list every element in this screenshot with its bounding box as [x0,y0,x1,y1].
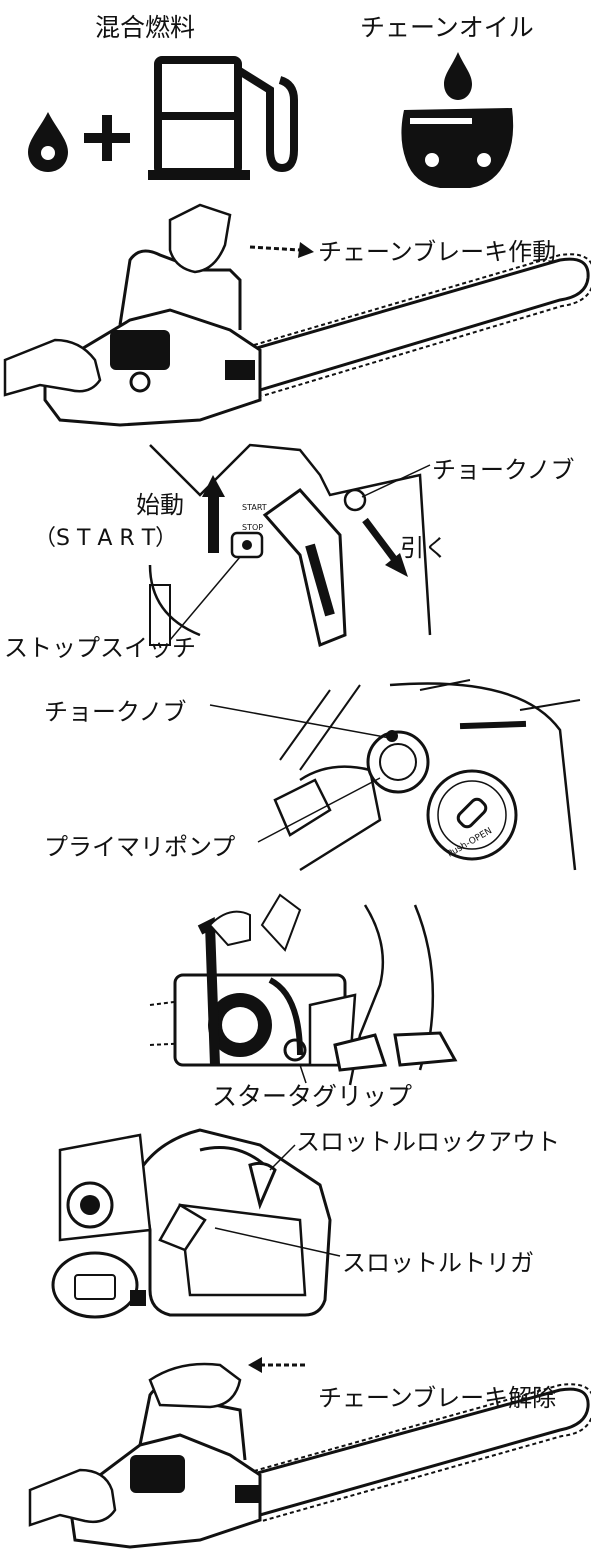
fuel-oil-icons [28,52,514,188]
primer-choke-knob-label: チョークノブ [44,698,187,726]
brake-engaged-panel: チェーンブレーキ作動 [0,200,591,435]
chain-brake-off-label: チェーンブレーキ解除 [318,1384,557,1412]
starting-illustration [149,893,458,1086]
fuel-oil-panel: 混合燃料 チェーンオイル [0,0,591,200]
starter-panel: スタータグリップ [0,885,591,1111]
start-en-label: （S T A R T） [34,526,178,551]
throttle-lockout-label: スロットルロックアウト [296,1128,560,1156]
control-panel-illustration [148,443,432,648]
switch-start-text: START [242,503,267,512]
throttle-trigger-label: スロットルトリガ [342,1249,534,1277]
primer-illustration [209,679,581,872]
choke-knob-label: チョークノブ [432,456,575,484]
primer-panel: Push-OPEN チョークノブ プライマリポンプ [0,670,591,880]
chainsaw-release-illustration [28,1357,591,1549]
choke-start-panel: START STOP チョークノブ 始動 （S T A R T） 引く ストップ… [0,435,591,665]
fuel-pump-icon [148,56,298,180]
primer-pump-label: プライマリポンプ [44,833,236,861]
chain-oil-icon [401,52,514,188]
chain-oil-label: チェーンオイル [360,13,534,42]
stop-switch-label: ストップスイッチ [4,634,196,662]
start-label: 始動 [136,491,184,519]
chain-brake-on-label: チェーンブレーキ作動 [318,238,557,266]
throttle-illustration [51,1128,341,1319]
pull-label: 引く [400,534,448,562]
throttle-panel: スロットルロックアウト スロットルトリガ [0,1110,591,1335]
starter-grip-label: スタータグリップ [212,1082,413,1111]
chainsaw-brake-illustration [3,203,591,427]
oil-drop-icon [28,112,68,172]
brake-release-panel: チェーンブレーキ解除 [0,1335,591,1553]
switch-stop-text: STOP [242,523,264,532]
mixed-fuel-label: 混合燃料 [95,13,196,42]
